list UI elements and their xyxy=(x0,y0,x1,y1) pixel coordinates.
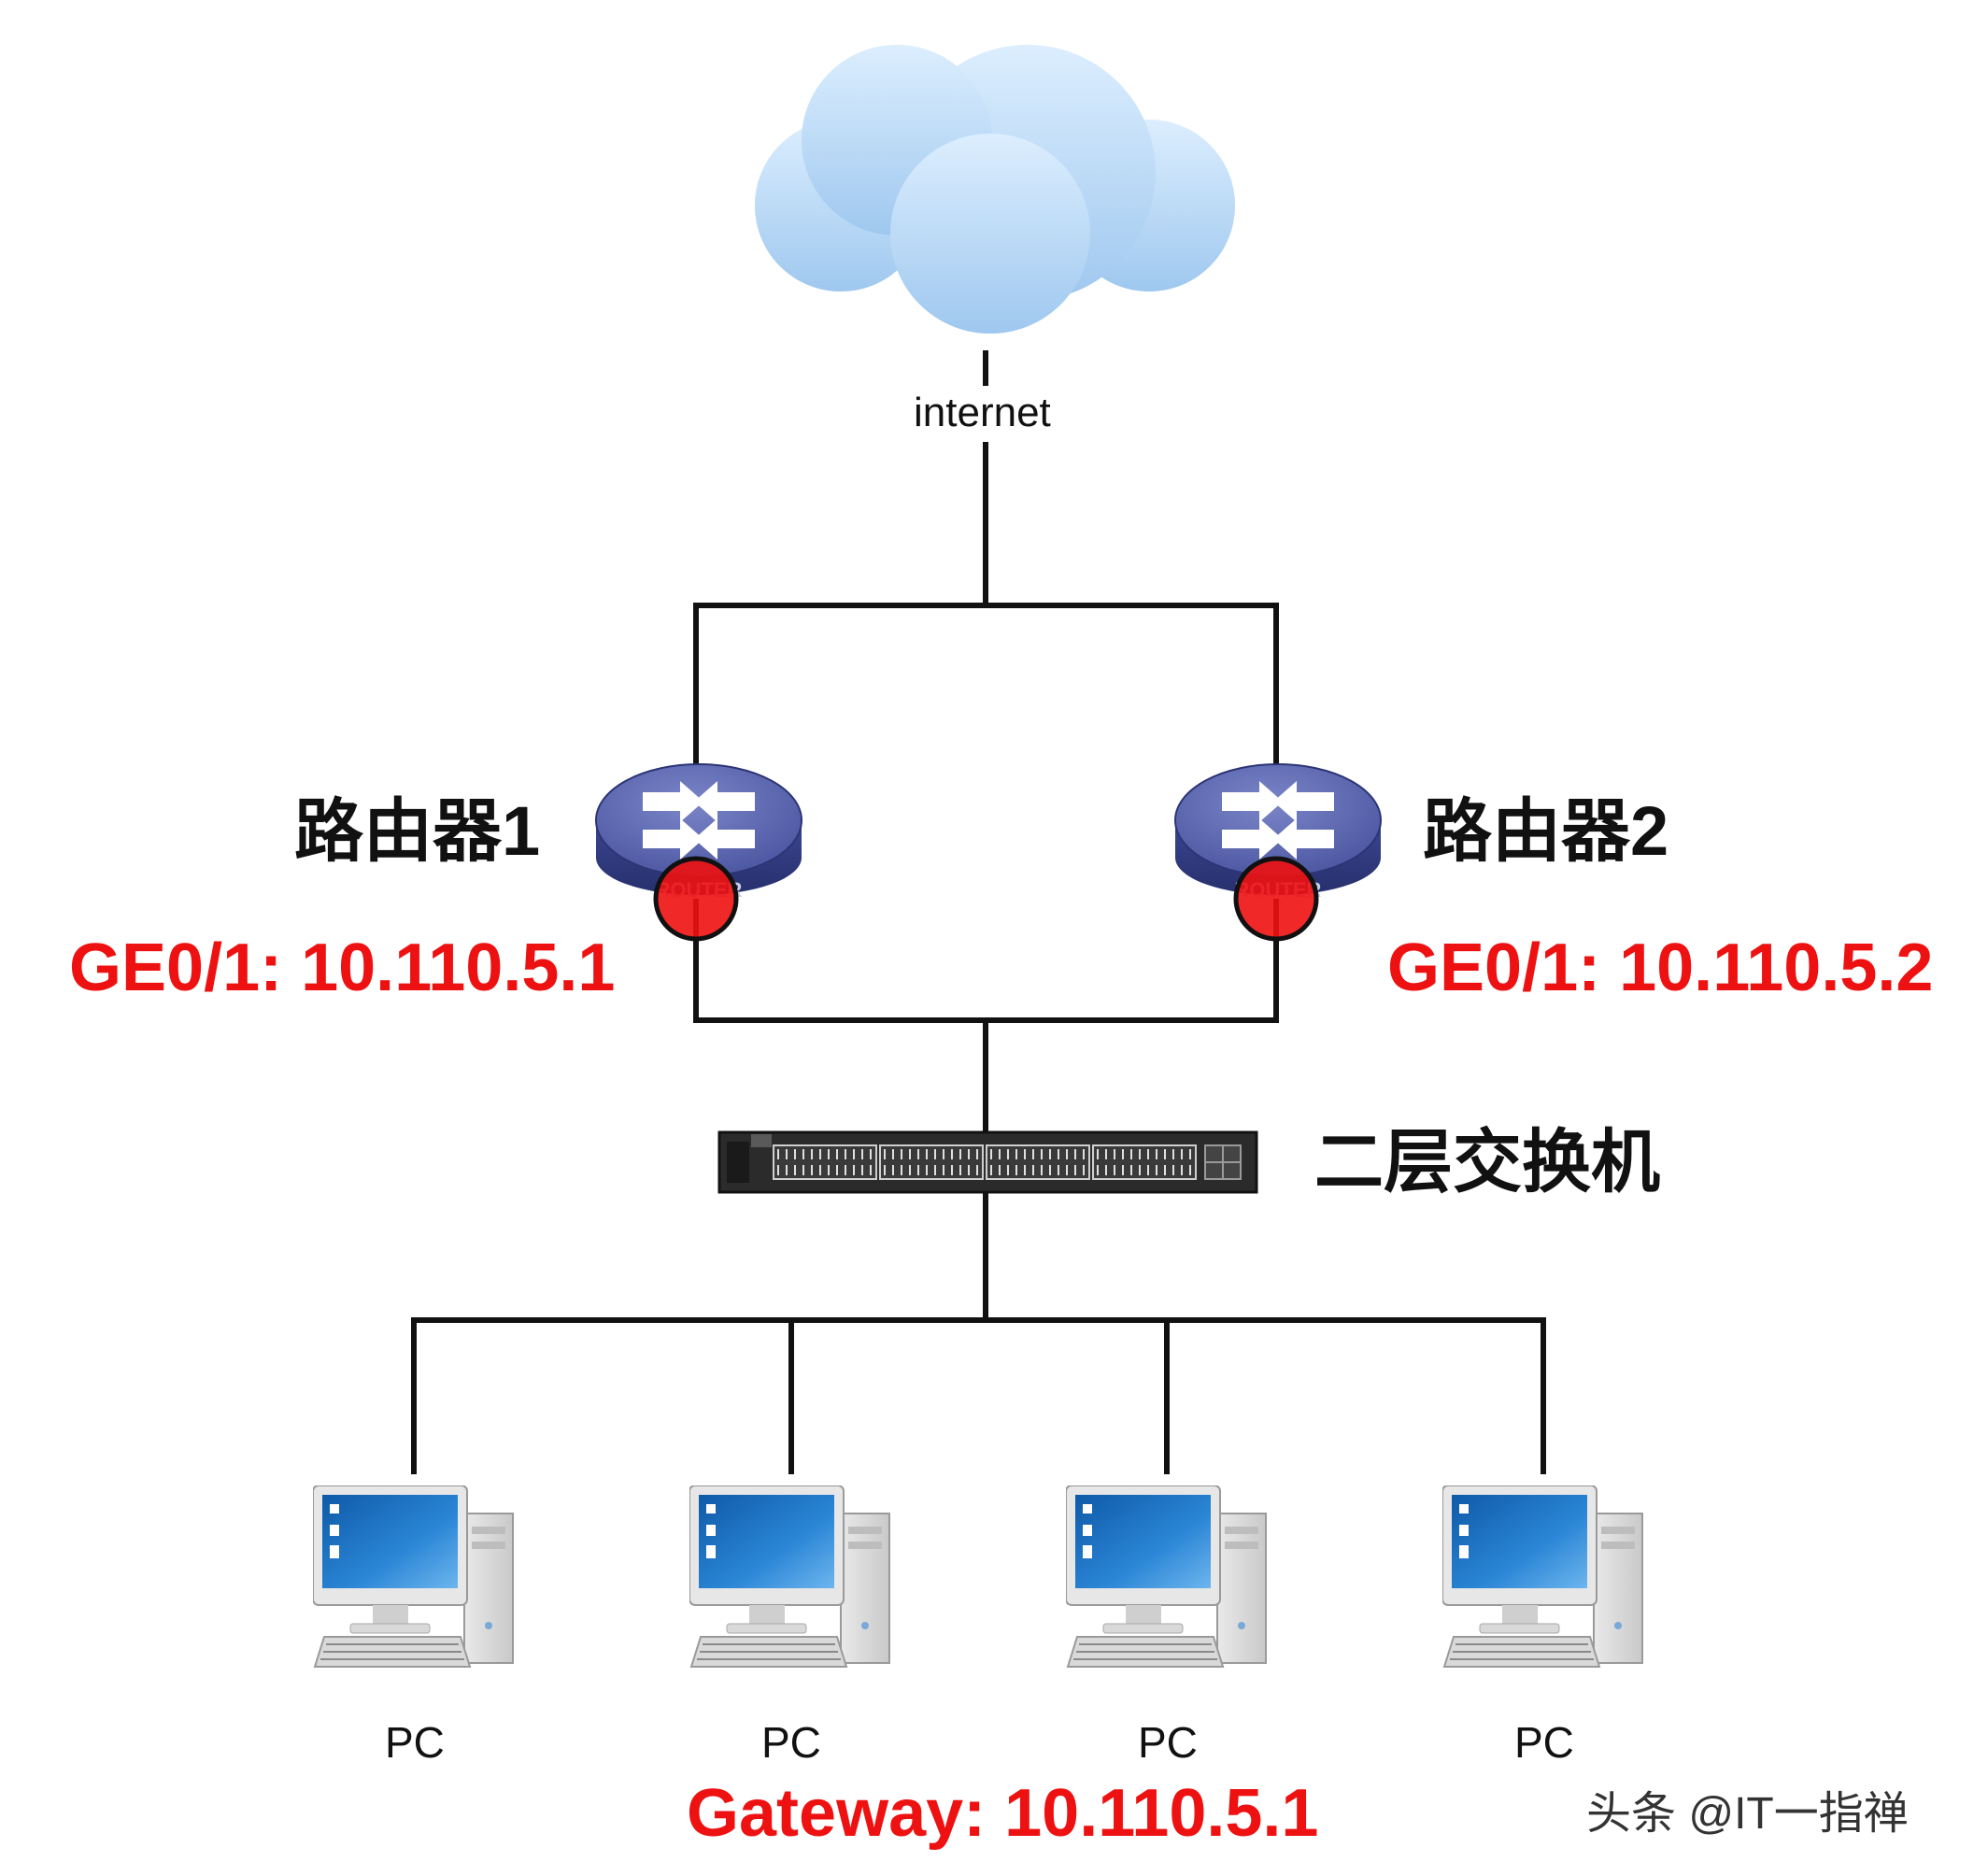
cloud-icon xyxy=(749,39,1241,339)
router1-port-marker xyxy=(653,856,739,942)
router1-name: 路由器1 xyxy=(294,792,541,870)
router2-port-label: GE0/1: 10.110.5.2 xyxy=(1387,931,1934,1005)
router2-port-marker xyxy=(1233,856,1319,942)
pc3-icon[interactable] xyxy=(1066,1485,1267,1668)
pc3-label: PC xyxy=(1138,1718,1198,1767)
pc2-label: PC xyxy=(761,1718,821,1767)
pc1-icon[interactable] xyxy=(313,1485,514,1668)
link-upper-loop xyxy=(693,603,1279,767)
link-lower-loop xyxy=(693,899,1279,1023)
gateway-label: Gateway: 10.110.5.1 xyxy=(687,1776,1319,1851)
pc4-label: PC xyxy=(1514,1718,1574,1767)
pc2-icon[interactable] xyxy=(689,1485,890,1668)
links xyxy=(411,350,1546,1474)
pc1-label: PC xyxy=(385,1718,445,1767)
switch-port-block xyxy=(879,1144,984,1180)
switch-port-block xyxy=(773,1144,877,1180)
switch-ports xyxy=(773,1144,1197,1180)
router1-port-label: GE0/1: 10.110.5.1 xyxy=(69,931,616,1005)
internet-label: internet xyxy=(914,390,1051,435)
switch-port-block xyxy=(1092,1144,1197,1180)
router2-name: 路由器2 xyxy=(1423,792,1669,870)
link-pc-bus xyxy=(411,1317,1546,1474)
pc4-icon[interactable] xyxy=(1442,1485,1643,1668)
switch-name: 二层交换机 xyxy=(1314,1123,1660,1201)
switch-port-block xyxy=(986,1144,1090,1180)
watermark: 头条 @IT一指禅 xyxy=(1586,1789,1909,1839)
switch-icon[interactable] xyxy=(717,1130,1258,1194)
